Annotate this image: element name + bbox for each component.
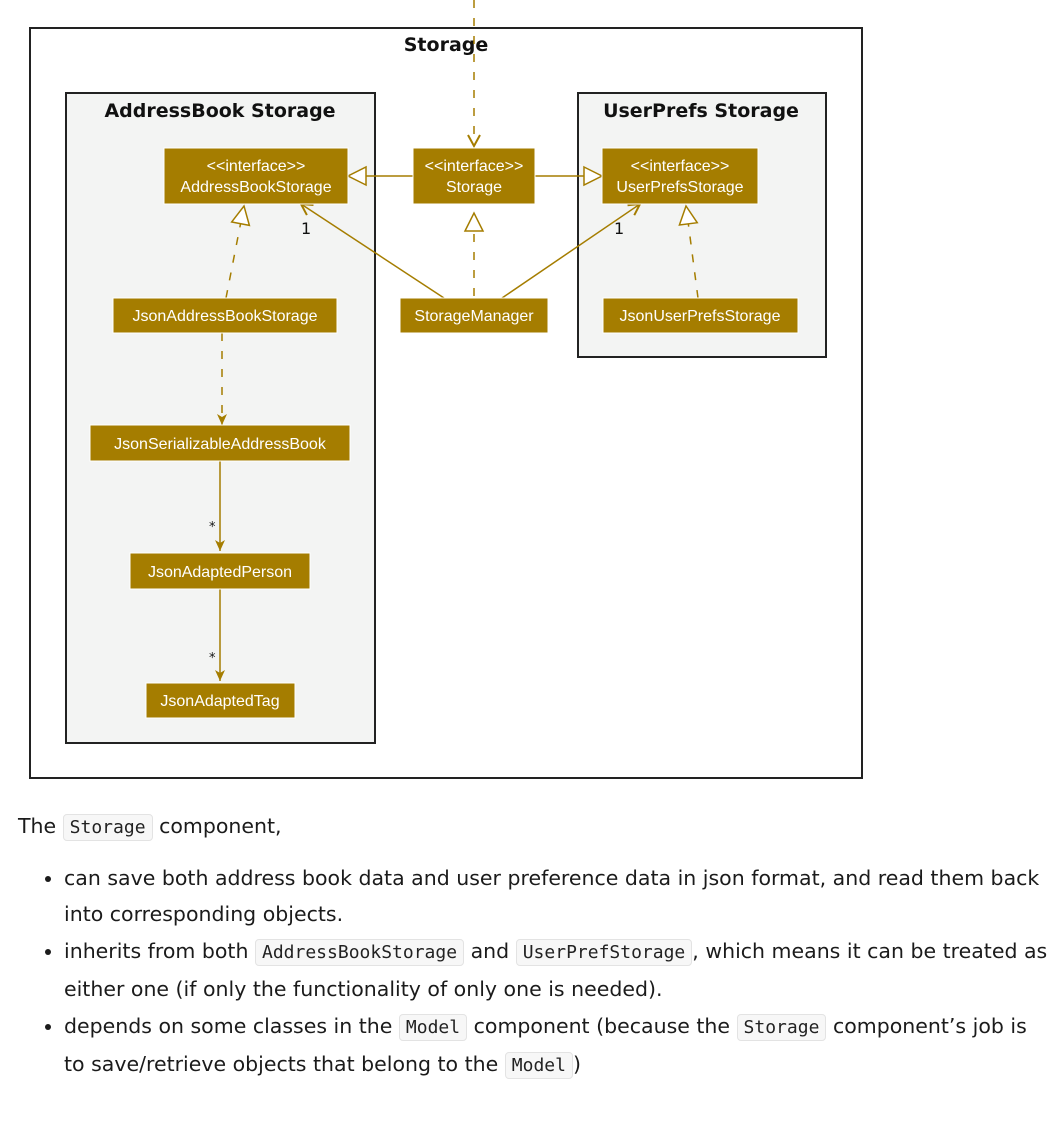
list-item: depends on some classes in the Model com… <box>64 1008 1048 1084</box>
inline-code: Model <box>398 1014 468 1041</box>
bullet-text: component (because the <box>473 1014 731 1038</box>
responsibility-list: can save both address book data and user… <box>18 860 1048 1084</box>
bullet-text: inherits from both <box>64 939 249 963</box>
bullet-text: , which means it can be treated as eithe… <box>64 939 1048 1001</box>
class-jsonaddressbookstorage: JsonAddressBookStorage <box>112 297 338 334</box>
bullet-text: component’s job is to save/retrieve obje… <box>64 1014 1027 1076</box>
class-jsonadaptedperson: JsonAdaptedPerson <box>129 552 311 590</box>
class-name: JsonSerializableAddressBook <box>114 436 327 453</box>
class-jsonuserprefsstorage: JsonUserPrefsStorage <box>602 297 799 334</box>
stereotype-label: <<interface>> <box>207 158 306 175</box>
multiplicity-person: * <box>209 520 216 535</box>
class-storagemanager: StorageManager <box>399 297 549 334</box>
storagemanager-to-addressbookstorage <box>301 204 445 299</box>
addressbook-package-title: AddressBook Storage <box>104 100 335 122</box>
class-storage: <<interface>> Storage <box>412 147 536 205</box>
inline-code: UserPrefStorage <box>515 939 693 966</box>
bullet-text: depends on some classes in the <box>64 1014 393 1038</box>
multiplicity-userprefsstorage: 1 <box>614 219 624 238</box>
class-addressbookstorage: <<interface>> AddressBookStorage <box>163 147 349 205</box>
class-name: Storage <box>446 179 502 196</box>
inline-code: Storage <box>736 1014 827 1041</box>
class-name: JsonAdaptedTag <box>160 693 279 710</box>
userprefs-package-title: UserPrefs Storage <box>603 100 799 122</box>
stereotype-label: <<interface>> <box>631 158 730 175</box>
storage-description: The Storage component, can save both add… <box>18 808 1048 1085</box>
class-jsonserializableaddressbook: JsonSerializableAddressBook <box>89 424 351 462</box>
bullet-text: and <box>470 939 510 963</box>
class-jsonadaptedtag: JsonAdaptedTag <box>145 682 296 719</box>
class-name: AddressBookStorage <box>180 179 331 196</box>
multiplicity-addressbookstorage: 1 <box>301 219 311 238</box>
list-item: inherits from both AddressBookStorage an… <box>64 933 1048 1007</box>
class-name: JsonUserPrefsStorage <box>620 308 781 325</box>
storage-class-diagram: Storage AddressBook Storage UserPrefs St… <box>29 0 863 779</box>
jsonaddressbookstorage-implements <box>225 204 251 299</box>
inline-code: AddressBookStorage <box>255 939 465 966</box>
jsonuserprefsstorage-implements <box>678 204 699 299</box>
intro-suffix: component, <box>159 814 282 838</box>
bullet-text: can save both address book data and user… <box>64 866 1040 926</box>
inline-code: Storage <box>62 814 153 841</box>
intro-prefix: The <box>18 814 57 838</box>
class-name: StorageManager <box>414 308 534 325</box>
multiplicity-tag: * <box>209 651 216 666</box>
intro-paragraph: The Storage component, <box>18 808 1048 846</box>
class-userprefsstorage: <<interface>> UserPrefsStorage <box>601 147 759 205</box>
stereotype-label: <<interface>> <box>425 158 524 175</box>
bullet-text: ) <box>572 1052 581 1076</box>
storage-package-title: Storage <box>404 34 489 56</box>
inline-code: Model <box>504 1052 573 1079</box>
list-item: can save both address book data and user… <box>64 860 1048 932</box>
class-name: JsonAddressBookStorage <box>133 308 318 325</box>
class-name: JsonAdaptedPerson <box>148 564 292 581</box>
class-name: UserPrefsStorage <box>616 179 743 196</box>
storagemanager-to-userprefsstorage <box>501 204 640 299</box>
